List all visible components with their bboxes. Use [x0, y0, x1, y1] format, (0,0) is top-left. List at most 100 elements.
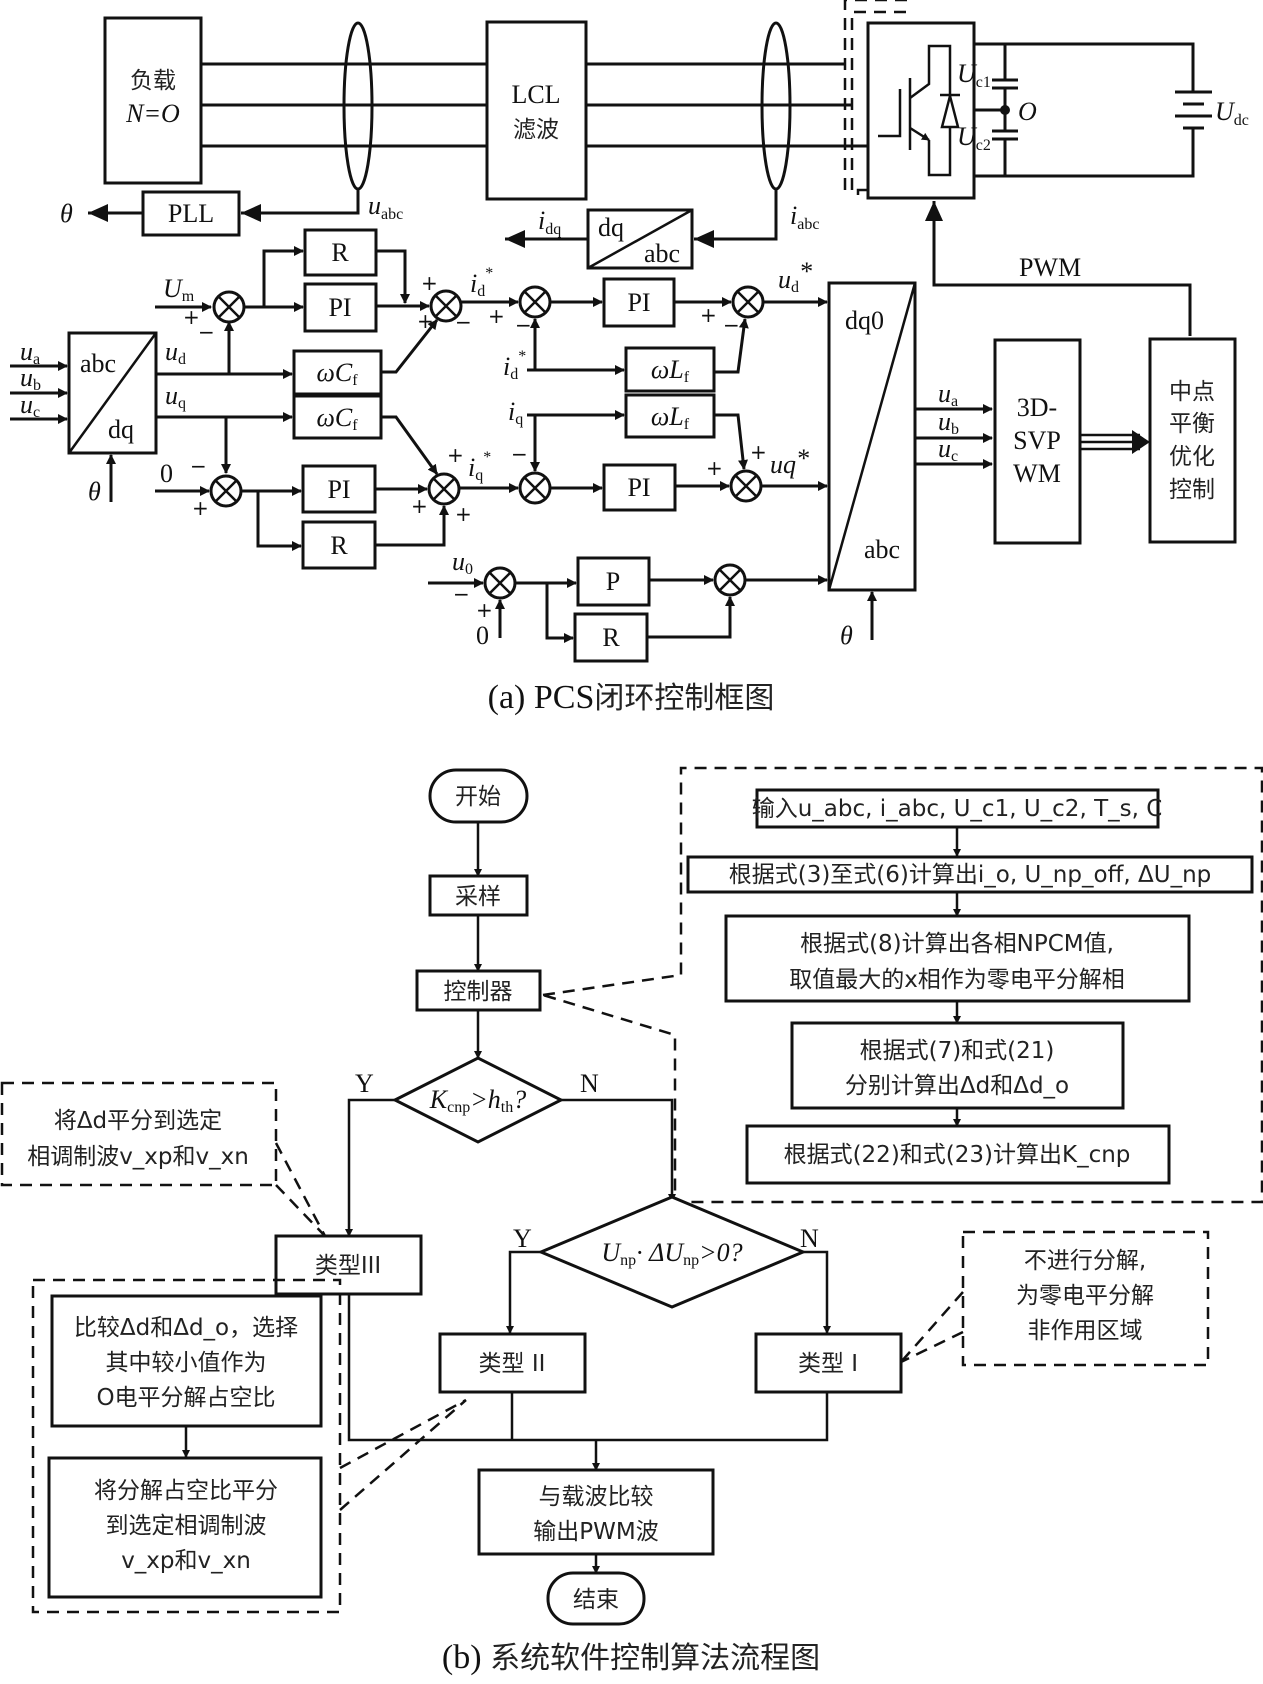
- svg-text:+: +: [700, 303, 717, 327]
- yes-label-2: Y: [513, 1224, 532, 1253]
- svg-text:将分解占空比平分: 将分解占空比平分: [94, 1478, 278, 1504]
- inverter-block: [843, 0, 976, 200]
- pwm-label: PWM: [1019, 253, 1081, 282]
- caption-a: (a) PCS闭环控制框图: [488, 679, 775, 716]
- uc1-label: Uc1: [957, 59, 991, 91]
- no-label-1: N: [580, 1069, 599, 1098]
- ua-input-label: ua: [20, 337, 40, 368]
- no-label-2: N: [800, 1224, 819, 1253]
- svg-text:−: −: [190, 454, 207, 478]
- type-1-box: [754, 1332, 903, 1394]
- theta-input-label: θ: [88, 477, 101, 506]
- svg-text:PI: PI: [627, 473, 650, 502]
- svg-text:P: P: [606, 567, 620, 596]
- svg-text:ωLf: ωLf: [651, 402, 690, 433]
- note-type-1: 不进行分解, 为零电平分解 非作用区域: [1016, 1248, 1154, 1344]
- svg-text:ωCf: ωCf: [316, 403, 358, 434]
- p-block-zero: [576, 556, 651, 607]
- neutral-point-dot: [1000, 105, 1010, 115]
- i-abc-label: iabc: [790, 201, 819, 233]
- svg-text:ωCf: ωCf: [316, 358, 358, 389]
- pll-label: PLL: [168, 199, 214, 228]
- note-type-3: 将Δd平分到选定 相调制波v_xp和v_xn: [27, 1108, 249, 1170]
- svg-text:PI: PI: [328, 293, 351, 322]
- detail-step-1: 输入u_abc, i_abc, U_c1, U_c2, T_s, C: [752, 796, 1163, 822]
- pll-block: [141, 190, 241, 237]
- svg-text:到选定相调制波: 到选定相调制波: [106, 1513, 267, 1539]
- svg-text:−: −: [198, 320, 215, 344]
- id-star-feedforward-label: id*: [503, 348, 526, 383]
- svg-text:采样: 采样: [455, 884, 501, 910]
- svg-text:结束: 结束: [573, 1587, 619, 1613]
- svg-text:不进行分解,: 不进行分解,: [1024, 1248, 1146, 1274]
- svg-text:WM: WM: [1013, 459, 1061, 488]
- sum-junction-zero-out: [713, 563, 747, 597]
- detail-step-4-line2: 分别计算出Δd和Δd_o: [845, 1073, 1069, 1099]
- svg-text:v_xp和v_xn: v_xp和v_xn: [121, 1548, 251, 1574]
- detail-step-2: 根据式(3)至式(6)计算出i_o, U_np_off, ΔU_np: [729, 862, 1212, 888]
- controller-step: [415, 969, 542, 1012]
- sample-step: [428, 874, 529, 917]
- svg-text:为零电平分解: 为零电平分解: [1016, 1283, 1154, 1309]
- svg-text:将Δd平分到选定: 将Δd平分到选定: [54, 1108, 222, 1134]
- svg-text:ωLf: ωLf: [651, 355, 690, 386]
- detail-step-3-line2: 取值最大的x相作为零电平分解相: [789, 967, 1125, 993]
- i-dq-label: idq: [538, 206, 561, 238]
- svg-text:R: R: [331, 238, 349, 267]
- svg-text:+: +: [192, 496, 209, 520]
- end-terminal: [546, 1571, 646, 1626]
- lcl-label: LCL: [511, 80, 560, 109]
- svg-text:+: +: [706, 456, 723, 480]
- svg-text:−: −: [515, 313, 532, 337]
- svg-text:类型III: 类型III: [315, 1253, 381, 1279]
- ud-label: ud: [165, 337, 186, 368]
- svg-text:−: −: [455, 310, 472, 334]
- svg-text:中点: 中点: [1169, 379, 1215, 405]
- svg-text:+: +: [411, 494, 428, 518]
- svg-text:SVP: SVP: [1013, 426, 1061, 455]
- sum-junction-voltage-d: [212, 290, 246, 324]
- ua-ref-label: ua: [938, 379, 958, 410]
- svg-text:R: R: [330, 531, 348, 560]
- svg-text:dq: dq: [598, 213, 624, 242]
- u0-label: u0: [452, 547, 473, 578]
- neutral-point-balance-block: 中点 平衡 优化 控制: [1148, 337, 1237, 544]
- svg-text:−: −: [511, 442, 528, 466]
- svg-text:−: −: [453, 582, 470, 606]
- current-dq-transform-block: dq abc: [586, 208, 694, 270]
- r-block-voltage-d: [303, 228, 378, 277]
- voltage-abc-dq-block: abc dq: [67, 331, 158, 455]
- um-label: Um: [163, 274, 195, 305]
- compare-carrier-step: [477, 1468, 715, 1556]
- uq-label: uq: [165, 381, 186, 412]
- svg-text:3D-: 3D-: [1017, 393, 1057, 422]
- neutral-o-label: O: [1018, 97, 1037, 126]
- svg-text:+: +: [421, 271, 438, 295]
- svg-text:+: +: [750, 440, 767, 464]
- uc-input-label: uc: [20, 390, 40, 421]
- svg-text:控制器: 控制器: [444, 979, 513, 1005]
- wlf-block-d: [624, 346, 716, 393]
- note-type-2: 比较Δd和Δd_o，选择 其中较小值作为 O电平分解占空比 将分解占空比平分 到…: [47, 1294, 323, 1599]
- wlf-block-q: [624, 393, 716, 439]
- svg-text:abc: abc: [644, 239, 680, 268]
- svg-text:O电平分解占空比: O电平分解占空比: [96, 1385, 275, 1411]
- detail-step-4-line1: 根据式(7)和式(21): [860, 1038, 1055, 1064]
- caption-b: (b) 系统软件控制算法流程图: [442, 1639, 820, 1676]
- svg-text:abc: abc: [80, 349, 116, 378]
- theta-output-label: θ: [60, 199, 73, 228]
- svpwm-block: 3D- SVP WM: [993, 338, 1082, 545]
- svg-text:比较Δd和Δd_o，选择: 比较Δd和Δd_o，选择: [74, 1315, 298, 1341]
- iq-star-label: iq*: [468, 449, 491, 484]
- sum-junction-zero-in: [483, 566, 517, 600]
- svg-text:dq0: dq0: [845, 306, 884, 335]
- sum-junction-current-q: [518, 471, 552, 505]
- zero-ref-0-label: 0: [476, 621, 489, 650]
- sum-junction-voltage-q: [209, 474, 243, 508]
- svg-text:−: −: [723, 313, 740, 337]
- svg-text:PI: PI: [627, 288, 650, 317]
- svg-text:非作用区域: 非作用区域: [1028, 1318, 1143, 1344]
- ub-input-label: ub: [20, 363, 41, 394]
- lcl-filter-block: LCL 滤波: [485, 20, 588, 201]
- detail-step-5: 根据式(22)和式(23)计算出K_cnp: [784, 1142, 1131, 1168]
